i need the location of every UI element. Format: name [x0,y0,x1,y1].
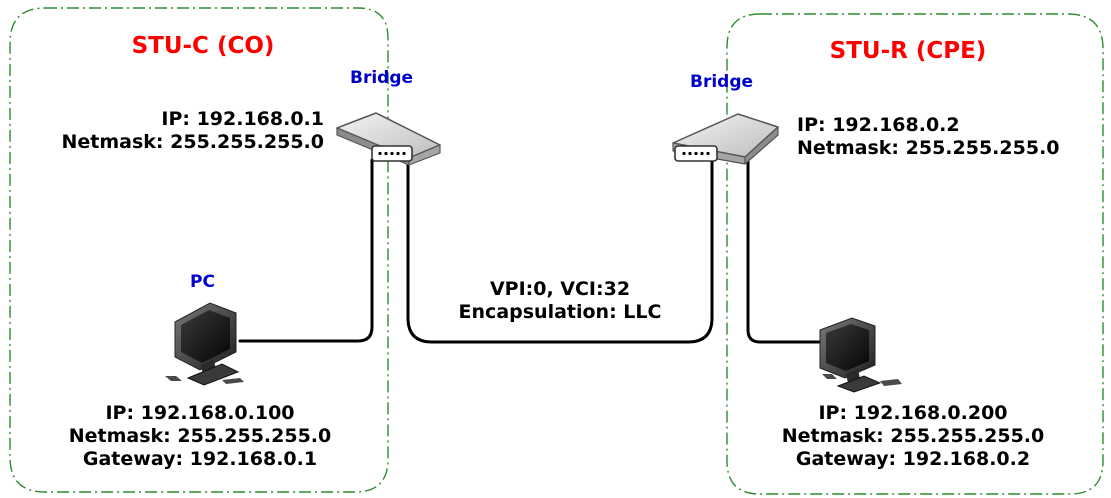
pc-icon[interactable] [819,317,902,393]
left-bridge-netmask: Netmask: 255.255.255.0 [61,131,324,153]
network-cables [238,158,824,344]
left-pc-label: PC [190,272,215,292]
right-pc-netmask: Netmask: 255.255.255.0 [781,425,1045,447]
right-pc-ip: IP: 192.168.0.200 [818,402,1008,424]
bridge-icon[interactable] [672,113,779,165]
right-pc-gateway: Gateway: 192.168.0.2 [795,448,1031,470]
stu-r-zone-border [726,13,1104,495]
stu-c-zone-border [9,7,389,493]
bridge-icon[interactable] [336,112,441,166]
link-vpi-vci: VPI:0, VCI:32 [489,278,631,300]
link-info: VPI:0, VCI:32 Encapsulation: LLC [400,278,720,324]
right-bridge-info: IP: 192.168.0.2 Netmask: 255.255.255.0 [797,114,1060,160]
left-pc-info: IP: 192.168.0.100 Netmask: 255.255.255.0… [30,402,370,471]
left-bridge-label: Bridge [350,68,414,88]
left-pc-gateway: Gateway: 192.168.0.1 [82,448,318,470]
left-bridge-ip: IP: 192.168.0.1 [161,108,324,130]
pc-to-bridge-cable-left [238,158,374,343]
stu-c-zone-title: STU-C (CO) [131,33,275,59]
bridge-to-bridge-link [406,158,714,344]
stu-r-zone-title: STU-R (CPE) [829,38,987,64]
link-encapsulation: Encapsulation: LLC [458,301,662,323]
right-bridge-label: Bridge [690,72,754,92]
left-pc-netmask: Netmask: 255.255.255.0 [68,425,332,447]
left-pc-ip: IP: 192.168.0.100 [105,402,295,424]
right-pc-info: IP: 192.168.0.200 Netmask: 255.255.255.0… [743,402,1083,471]
right-bridge-netmask: Netmask: 255.255.255.0 [797,137,1060,159]
left-bridge-info: IP: 192.168.0.1 Netmask: 255.255.255.0 [20,108,324,154]
pc-icon[interactable] [165,302,244,386]
right-bridge-ip: IP: 192.168.0.2 [797,114,960,136]
bridge-to-pc-cable-right [746,158,824,344]
